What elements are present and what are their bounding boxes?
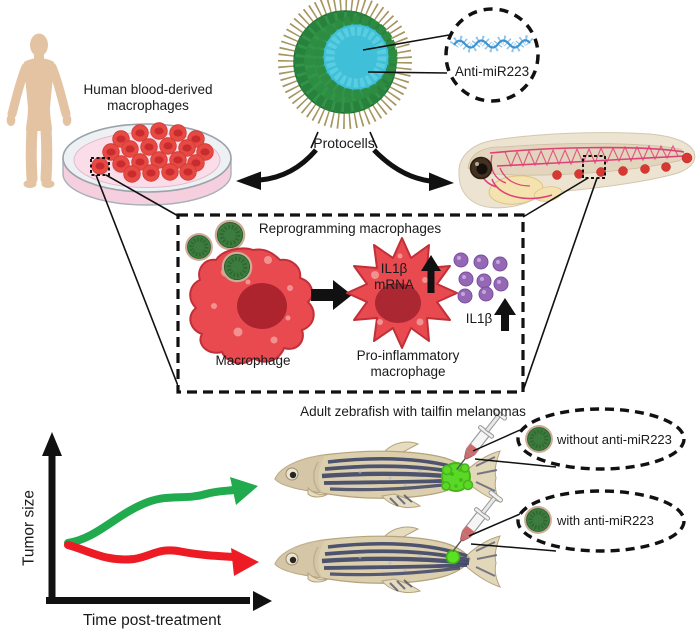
tumor-small	[445, 549, 461, 565]
protocell-fuzz	[278, 0, 412, 129]
protocell-large	[278, 0, 450, 129]
shrink-curve-red	[64, 541, 238, 564]
rna-strand-icon	[449, 35, 534, 53]
protocell-plain-icon	[525, 425, 553, 453]
with-anti-mir-callout	[516, 489, 686, 553]
il1b-mrna-up-arrow	[421, 255, 441, 293]
il1b-up-arrow	[494, 298, 516, 331]
protocell-small-1	[185, 233, 213, 261]
tumor-large	[441, 462, 474, 492]
larva-macrophage-dots	[552, 152, 693, 180]
protocell-loaded-icon	[524, 506, 552, 534]
protocell-small-2	[215, 220, 246, 251]
x-axis-arrowhead	[253, 591, 272, 611]
arrow-to-dish	[236, 171, 261, 190]
transition-arrow	[311, 280, 352, 310]
zebrafish-larva	[458, 132, 696, 209]
growth-curve-green	[64, 486, 238, 547]
anti-mir-callout	[444, 7, 540, 103]
il1b-dot-highlights	[457, 256, 501, 296]
reprogramming-box	[176, 213, 525, 394]
larva-zoom-rect	[582, 155, 606, 179]
arrow-to-larva	[429, 172, 454, 191]
y-axis-arrowhead	[42, 432, 62, 456]
pro-inflammatory-macrophage-cell	[346, 237, 458, 349]
tumor-size-chart	[42, 432, 272, 611]
human-figure	[6, 33, 72, 188]
without-anti-mir-callout	[516, 407, 686, 471]
dish-zoom-rect	[90, 157, 110, 176]
petri-dish	[62, 122, 232, 206]
il1b-protein-dots	[453, 252, 509, 304]
protocell-small-engulfed	[222, 252, 253, 283]
zoom-funnel-lines	[95, 174, 598, 392]
protocell-delivery-arrows	[236, 131, 454, 191]
